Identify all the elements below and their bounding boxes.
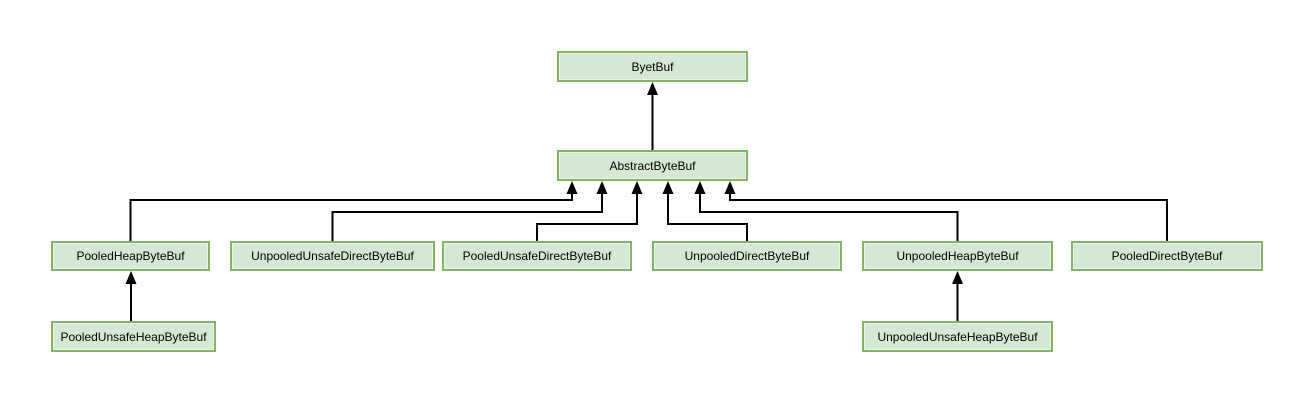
node-abstractbytebuf[interactable]: AbstractByteBuf (557, 150, 748, 181)
node-label: PooledUnsafeHeapByteBuf (60, 329, 207, 344)
edge-unpooledunsafeheapbytebuf-extends-unpooledheapbytebuf (952, 271, 963, 321)
arrowhead-icon (694, 181, 706, 194)
node-byetbuf[interactable]: ByetBuf (557, 51, 748, 82)
node-label: UnpooledDirectByteBuf (684, 249, 810, 263)
edge-unpooleddirectbytebuf-extends-abstractbytebuf (662, 181, 748, 241)
node-unpooledheapbytebuf[interactable]: UnpooledHeapByteBuf (862, 241, 1053, 271)
node-pooledunsafeheapbytebuf[interactable]: PooledUnsafeHeapByteBuf (51, 321, 216, 352)
node-unpooledunsafedirectbytebuf[interactable]: UnpooledUnsafeDirectByteBuf (230, 241, 435, 271)
edge-pooledunsafedirectbytebuf-extends-abstractbytebuf (536, 181, 643, 241)
node-pooledunsafedirectbytebuf[interactable]: PooledUnsafeDirectByteBuf (442, 241, 632, 271)
arrowhead-icon (631, 181, 643, 194)
arrowhead-icon (647, 82, 658, 95)
edge-pooledheapbytebuf-extends-abstractbytebuf (129, 181, 578, 241)
node-label: ByetBuf (631, 59, 674, 74)
edge-abstractbytebuf-extends-byetbuf (647, 82, 658, 150)
connector-line (699, 193, 959, 241)
arrowhead-icon (724, 181, 736, 194)
arrowhead-icon (952, 271, 963, 284)
node-unpooleddirectbytebuf[interactable]: UnpooledDirectByteBuf (652, 241, 842, 271)
node-label: UnpooledHeapByteBuf (896, 249, 1019, 263)
arrowhead-icon (125, 271, 137, 284)
node-pooledheapbytebuf[interactable]: PooledHeapByteBuf (51, 241, 210, 271)
node-label: AbstractByteBuf (609, 158, 696, 173)
arrowhead-icon (662, 181, 674, 194)
edge-unpooledheapbytebuf-extends-abstractbytebuf (694, 181, 959, 241)
connector-line (129, 193, 573, 241)
node-label: UnpooledUnsafeDirectByteBuf (251, 249, 414, 263)
connector-line (729, 193, 1168, 241)
node-label: PooledHeapByteBuf (76, 249, 185, 263)
connector-line (331, 193, 603, 241)
node-label: PooledDirectByteBuf (1111, 249, 1223, 263)
arrowhead-icon (596, 181, 608, 194)
node-pooleddirectbytebuf[interactable]: PooledDirectByteBuf (1071, 241, 1263, 271)
arrowhead-icon (566, 181, 578, 194)
edge-pooledunsafeheapbytebuf-extends-pooledheapbytebuf (125, 271, 137, 321)
node-label: UnpooledUnsafeHeapByteBuf (877, 329, 1038, 344)
connector-line (667, 193, 748, 241)
node-unpooledunsafeheapbytebuf[interactable]: UnpooledUnsafeHeapByteBuf (862, 321, 1053, 352)
connector-line (536, 193, 638, 241)
node-label: PooledUnsafeDirectByteBuf (462, 249, 612, 263)
edge-pooleddirectbytebuf-extends-abstractbytebuf (724, 181, 1168, 241)
edge-unpooledunsafedirectbytebuf-extends-abstractbytebuf (331, 181, 608, 241)
